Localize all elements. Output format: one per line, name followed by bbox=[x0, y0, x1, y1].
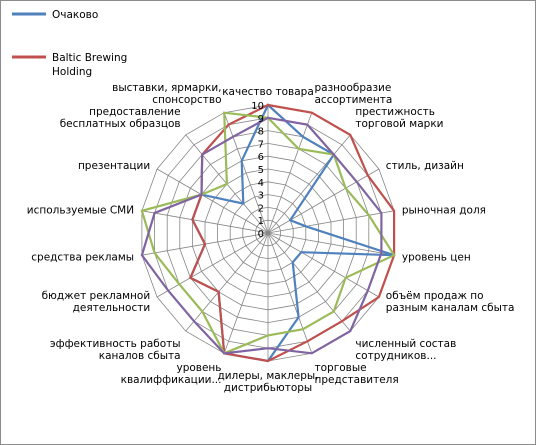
grid-spoke bbox=[267, 134, 351, 234]
grid-spoke bbox=[267, 232, 380, 298]
grid-spoke bbox=[223, 112, 269, 234]
category-label: рыночная доля bbox=[402, 204, 486, 216]
grid-spoke bbox=[141, 210, 269, 234]
category-label: уровень цен bbox=[402, 252, 471, 264]
grid-spoke bbox=[267, 232, 313, 354]
series-line-4 bbox=[140, 116, 383, 355]
radar-grid bbox=[141, 104, 395, 362]
grid-spoke bbox=[156, 168, 269, 234]
tick-label: 0 bbox=[258, 229, 264, 240]
tick-label: 5 bbox=[258, 165, 264, 176]
tick-label: 8 bbox=[258, 127, 264, 138]
grid-spoke bbox=[156, 232, 269, 298]
tick-label: 3 bbox=[258, 191, 264, 202]
category-label: стиль, дизайн bbox=[386, 160, 464, 172]
tick-label: 4 bbox=[258, 178, 264, 189]
category-label: качество товара bbox=[222, 86, 314, 98]
tick-label: 6 bbox=[258, 152, 264, 163]
radar-series bbox=[140, 103, 396, 363]
grid-spoke bbox=[267, 112, 313, 234]
grid-spoke bbox=[267, 232, 395, 256]
tick-label: 9 bbox=[258, 114, 264, 125]
tick-label: 2 bbox=[258, 203, 264, 214]
grid-spoke bbox=[267, 232, 351, 332]
grid-spoke bbox=[223, 232, 269, 354]
tick-label: 1 bbox=[258, 216, 264, 227]
legend-label: Очаково bbox=[52, 9, 98, 21]
category-label: используемые СМИ bbox=[27, 204, 134, 216]
tick-label: 10 bbox=[251, 101, 264, 112]
grid-spoke bbox=[267, 168, 380, 234]
category-label: презентации bbox=[78, 160, 150, 172]
grid-spoke bbox=[267, 210, 395, 234]
grid-spoke bbox=[185, 232, 269, 332]
category-label: выставки, ярмарки,спонсорство bbox=[112, 82, 221, 106]
tick-label: 7 bbox=[258, 139, 264, 150]
category-label: дилеры, маклеры,дистрибьюторы bbox=[217, 370, 318, 394]
category-label: средства рекламы bbox=[31, 252, 134, 264]
